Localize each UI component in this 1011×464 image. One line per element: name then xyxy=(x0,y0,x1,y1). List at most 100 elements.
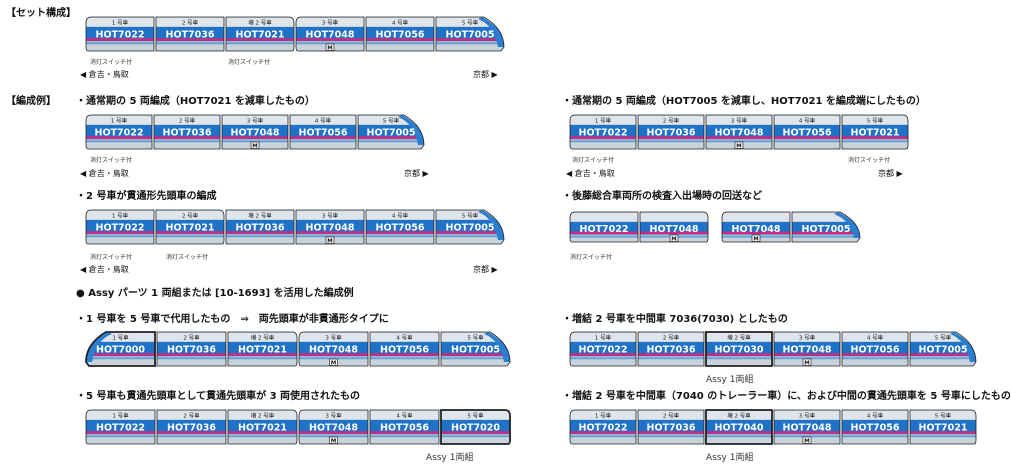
car-id: HOT7036 xyxy=(167,423,216,434)
car-number: 2 号車 xyxy=(183,412,200,420)
car-number: 1 号車 xyxy=(595,412,612,420)
switch-tag: 消灯スイッチ付 xyxy=(572,157,615,164)
car-id: HOT7036 xyxy=(647,345,696,356)
motor-badge-label: M xyxy=(327,45,332,51)
car-number: 5 号車 xyxy=(467,412,484,420)
train-car: 2 号車 HOT7036 xyxy=(156,409,227,445)
car-number: 2 号車 xyxy=(663,334,680,342)
car-number: 5 号車 xyxy=(462,19,479,27)
car-number: 1 号車 xyxy=(112,334,129,342)
car-id: HOT7021 xyxy=(851,128,900,139)
car-id: HOT7021 xyxy=(238,423,287,434)
motor-badge-label: M xyxy=(736,143,741,149)
car-id: HOT7056 xyxy=(851,345,900,356)
assy-heading: ● Assy パーツ 1 両組または [10-1693] を活用した編成例 xyxy=(76,288,354,299)
motor-badge-label: M xyxy=(804,438,809,444)
car-number: 4 号車 xyxy=(392,19,409,27)
car-id: HOT7056 xyxy=(783,128,832,139)
car-number: 3 号車 xyxy=(247,117,264,125)
switch-tag: 消灯スイッチ付 xyxy=(166,254,209,261)
caption-ex7: ・5 号車も貫通先頭車として貫通先頭車が 3 両使用されたもの xyxy=(76,391,361,402)
switch-tag: 消灯スイッチ付 xyxy=(90,157,133,164)
direction-east: 京都 ▶ xyxy=(404,169,429,178)
caption-ex2: ・通常期の 5 両編成（HOT7005 を減車し、HOT7021 を編成端にした… xyxy=(562,96,926,107)
section-label-examples: 【編成例】 xyxy=(6,96,56,107)
motor-badge xyxy=(802,358,812,366)
car-number: 5 号車 xyxy=(467,334,484,342)
car-number: 3 号車 xyxy=(325,412,342,420)
car-number: 3 号車 xyxy=(322,19,339,27)
car-id: HOT7021 xyxy=(238,345,287,356)
car-number: 3 号車 xyxy=(322,212,339,220)
caption-ex5: ・1 号車を 5 号車で代用したもの ⇒ 両先頭車が非貫通形タイプに xyxy=(76,314,389,325)
car-id: HOT7056 xyxy=(299,128,348,139)
car-number: 2 号車 xyxy=(182,212,199,220)
car-number: 4 号車 xyxy=(315,117,332,125)
train-car: 2 号車 HOT7021 xyxy=(155,209,225,245)
car-id: HOT7005 xyxy=(451,345,500,356)
motor-badge-label: M xyxy=(804,360,809,366)
car-id: HOT7040 xyxy=(715,423,764,434)
car-number: 4 号車 xyxy=(396,412,413,420)
train-car: 2 号車 HOT7036 xyxy=(637,331,705,367)
car-number: 3 号車 xyxy=(799,412,816,420)
car-number: 1 号車 xyxy=(112,412,129,420)
caption-ex4: ・後藤総合車両所の検査入出場時の回送など xyxy=(562,191,762,202)
car-number: 増 2 号車 xyxy=(727,412,751,420)
assy-label: Assy 1両組 xyxy=(706,375,754,385)
car-id: HOT7048 xyxy=(306,30,355,41)
car-number: 2 号車 xyxy=(663,412,680,420)
car-id: HOT7048 xyxy=(650,224,699,235)
motor-badge xyxy=(250,141,260,149)
car-number: 4 号車 xyxy=(392,212,409,220)
car-id: HOT7056 xyxy=(380,423,429,434)
car-id: HOT7021 xyxy=(236,30,285,41)
car-id: HOT7030 xyxy=(715,345,764,356)
car-id: HOT7022 xyxy=(96,423,145,434)
caption-ex1: ・通常期の 5 両編成（HOT7021 を減車したもの） xyxy=(76,96,315,107)
car-number: 2 号車 xyxy=(179,117,196,125)
train-car: 増 2 号車 HOT7040 xyxy=(705,409,773,445)
car-id: HOT7056 xyxy=(376,30,425,41)
train-car: 4 号車 HOT7056 xyxy=(289,114,357,150)
direction-west: ◀ 倉吉・鳥取 xyxy=(80,169,129,178)
caption-ex3: ・2 号車が貫通形先頭車の編成 xyxy=(76,191,217,202)
train-car: 5 号車 HOT7020 xyxy=(440,409,511,445)
car-id: HOT7056 xyxy=(851,423,900,434)
car-number: 5 号車 xyxy=(383,117,400,125)
car-number: 5 号車 xyxy=(462,212,479,220)
car-id: HOT7021 xyxy=(166,223,215,234)
train-car: 2 号車 HOT7036 xyxy=(637,114,705,150)
car-id: HOT7020 xyxy=(451,423,500,434)
car-id: HOT7036 xyxy=(647,128,696,139)
switch-tag: 消灯スイッチ付 xyxy=(90,254,133,261)
caption-ex8: ・増結 2 号車を中間車（7040 のトレーラー車）に、および中間の貫通先頭車を… xyxy=(562,391,1011,402)
car-id: HOT7048 xyxy=(306,223,355,234)
car-number: 2 号車 xyxy=(663,117,680,125)
car-number: 1 号車 xyxy=(112,19,129,27)
motor-badge-label: M xyxy=(327,238,332,244)
